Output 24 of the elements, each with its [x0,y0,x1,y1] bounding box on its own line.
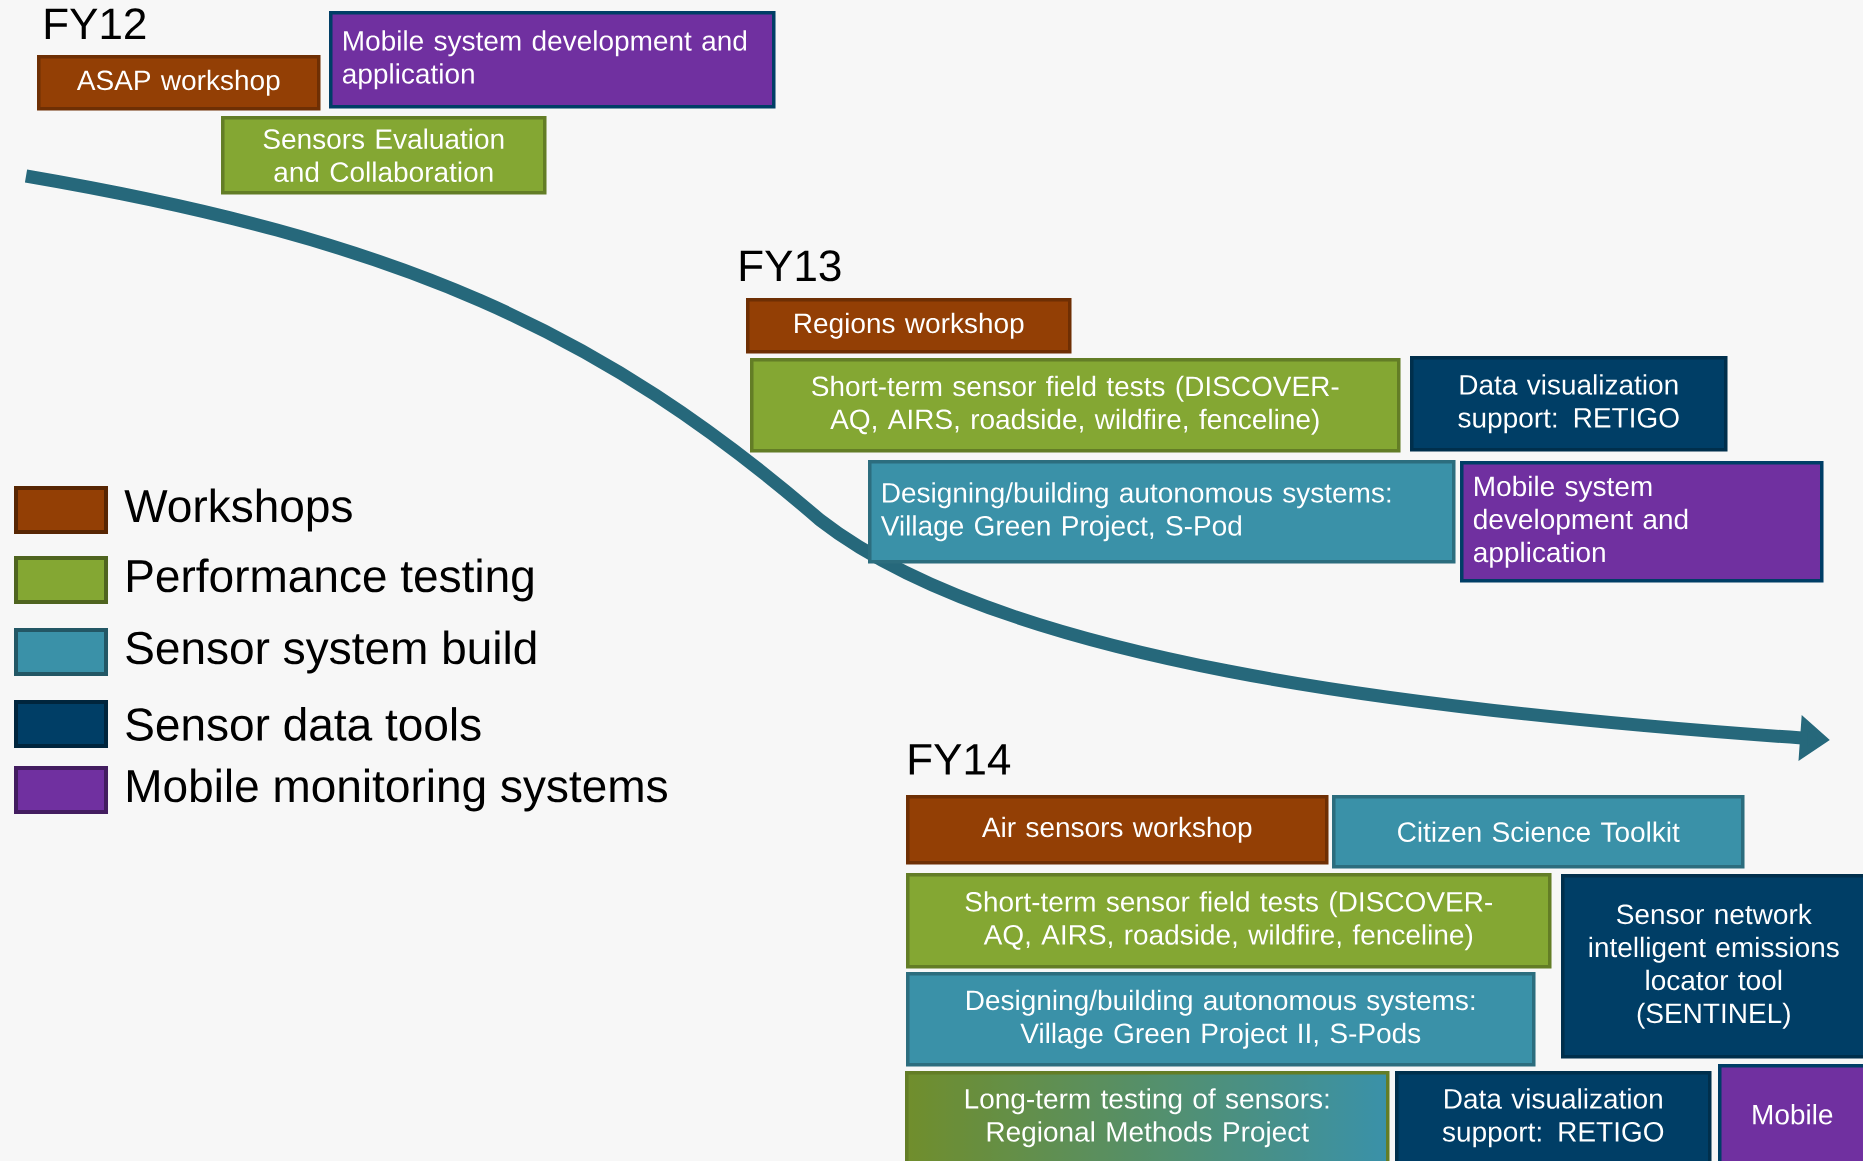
legend-label: Sensor data tools [126,707,481,741]
year-label: FY13 [740,250,841,282]
year-label: FY14 [909,744,1011,775]
category-box: Mobile system development and application [1460,461,1824,583]
category-box: Mobile system development and application [329,11,776,109]
category-box: Regions workshop [746,298,1072,354]
legend-label: Workshops [124,488,352,532]
category-box: Short-term sensor field tests (DISCOVER-AQ, AIRS, roadside, wildfire, fenceline) [906,873,1552,969]
category-box: ASAP workshop [37,55,321,111]
category-box: Sensor network intelligent emissions locator tool (SENTINEL) [1561,874,1863,1059]
category-box: Data visualization support: RETIGO [1395,1071,1712,1161]
category-box: Designing/building autonomous systems: Village Green Project, S-Pod [868,460,1456,564]
year-label: FY12 [45,8,146,39]
category-box: Air sensors workshop [906,795,1329,865]
category-box: Data visualization support: RETIGO [1410,356,1728,452]
category-box: Short-term sensor field tests (DISCOVER-AQ, AIRS, roadside, wildfire, fenceline) [750,358,1401,453]
category-box: Sensors Evaluation and Collaboration [221,116,547,195]
legend-label: Mobile monitoring systems [128,768,667,812]
legend-label: Performance testing [128,558,533,602]
category-box: Designing/building autonomous systems: Village Green Project II, S-Pods [906,972,1536,1067]
category-box: Mobile [1718,1064,1863,1161]
legend-label: Sensor system build [126,630,536,674]
category-box: Long-term testing of sensors: Regional Methods Project [905,1071,1390,1161]
category-box: Citizen Science Toolkit [1332,795,1745,869]
